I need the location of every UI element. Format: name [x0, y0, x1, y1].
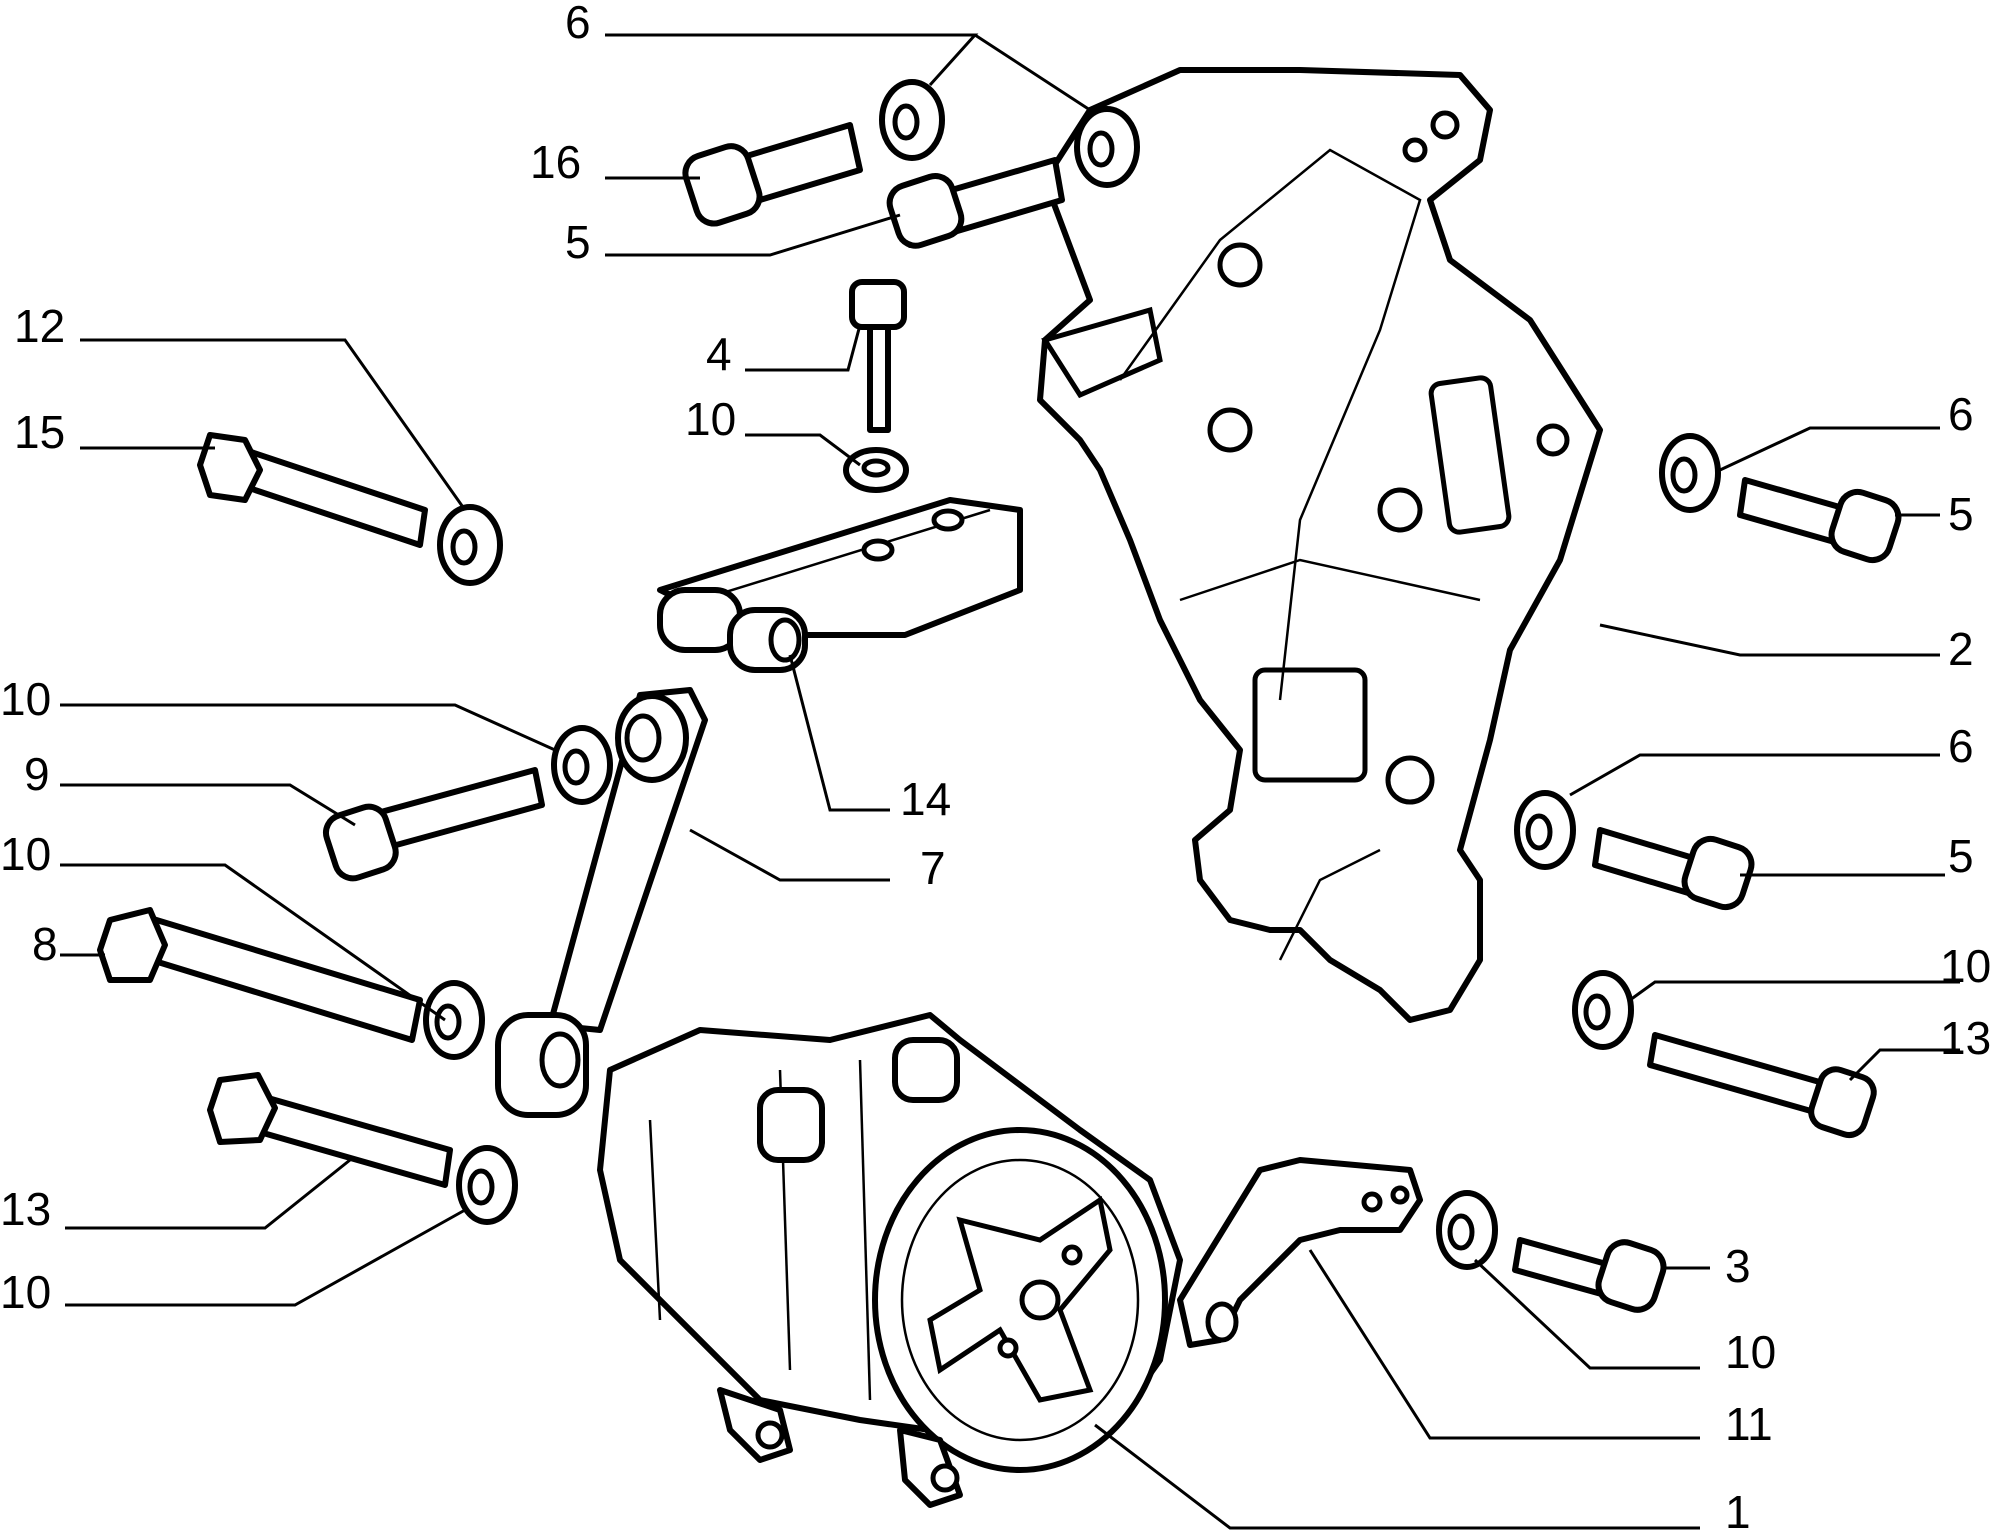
- small-bracket-part-11: [1177, 1157, 1423, 1348]
- callout-5: 5: [565, 216, 591, 268]
- callout-5: 5: [1948, 830, 1974, 882]
- callout-7: 7: [920, 842, 946, 894]
- callout-10: 10: [0, 673, 51, 725]
- leader-lines: [60, 33, 1960, 1530]
- washer-part-10-rod-top: [551, 725, 613, 805]
- callout-6: 6: [1948, 720, 1974, 772]
- callout-1: 1: [1725, 1486, 1751, 1532]
- callout-5: 5: [1948, 488, 1974, 540]
- washer-part-10-rod-bottom: [423, 980, 485, 1060]
- support-bar-part-14: [657, 497, 1023, 673]
- callout-3: 3: [1725, 1240, 1751, 1292]
- washer-part-6-right-lower: [1514, 790, 1576, 870]
- washer-part-10-lower-left: [456, 1145, 518, 1225]
- callout-8: 8: [32, 918, 58, 970]
- mounting-bracket-part-2: [1037, 67, 1603, 1023]
- washer-part-10-right-lower: [1436, 1190, 1498, 1270]
- callout-4: 4: [706, 328, 732, 380]
- bolt-part-15: [197, 432, 428, 548]
- bolt-part-9: [323, 767, 545, 882]
- callout-13: 13: [0, 1183, 51, 1235]
- washer-part-6-right-upper: [1659, 433, 1721, 513]
- callout-10: 10: [685, 393, 736, 445]
- link-rod-part-7: [495, 687, 708, 1118]
- callout-10: 10: [0, 828, 51, 880]
- callout-13: 13: [1940, 1012, 1991, 1064]
- callout-6: 6: [1948, 388, 1974, 440]
- bolt-part-13-right: [1647, 1032, 1877, 1139]
- callout-12: 12: [14, 300, 65, 352]
- washer-part-6-top-right: [1074, 106, 1140, 188]
- callout-10: 10: [1940, 940, 1991, 992]
- washer-part-12: [437, 504, 503, 586]
- bolt-part-5-right-lower: [1592, 827, 1755, 911]
- callout-11: 11: [1725, 1398, 1773, 1450]
- bolt-part-3: [1512, 1237, 1667, 1313]
- bolt-part-13-left: [207, 1072, 453, 1188]
- washer-part-10-right: [1572, 970, 1634, 1050]
- callout-10: 10: [1725, 1326, 1776, 1378]
- callout-10: 10: [0, 1266, 51, 1318]
- bolt-part-5-right-upper: [1737, 477, 1902, 564]
- callout-2: 2: [1948, 623, 1974, 675]
- bolt-part-5-top: [886, 157, 1065, 249]
- callout-16: 16: [530, 136, 581, 188]
- washer-part-6-top-left: [879, 79, 945, 161]
- callout-9: 9: [24, 748, 50, 800]
- callout-14: 14: [900, 773, 951, 825]
- callout-15: 15: [14, 406, 65, 458]
- callout-6: 6: [565, 0, 591, 48]
- bolt-part-16: [682, 122, 863, 227]
- compressor-part-1: [597, 1012, 1183, 1508]
- washer-part-10-under-4: [843, 447, 909, 493]
- bolt-part-4: [849, 279, 907, 433]
- bolt-part-8: [97, 907, 423, 1043]
